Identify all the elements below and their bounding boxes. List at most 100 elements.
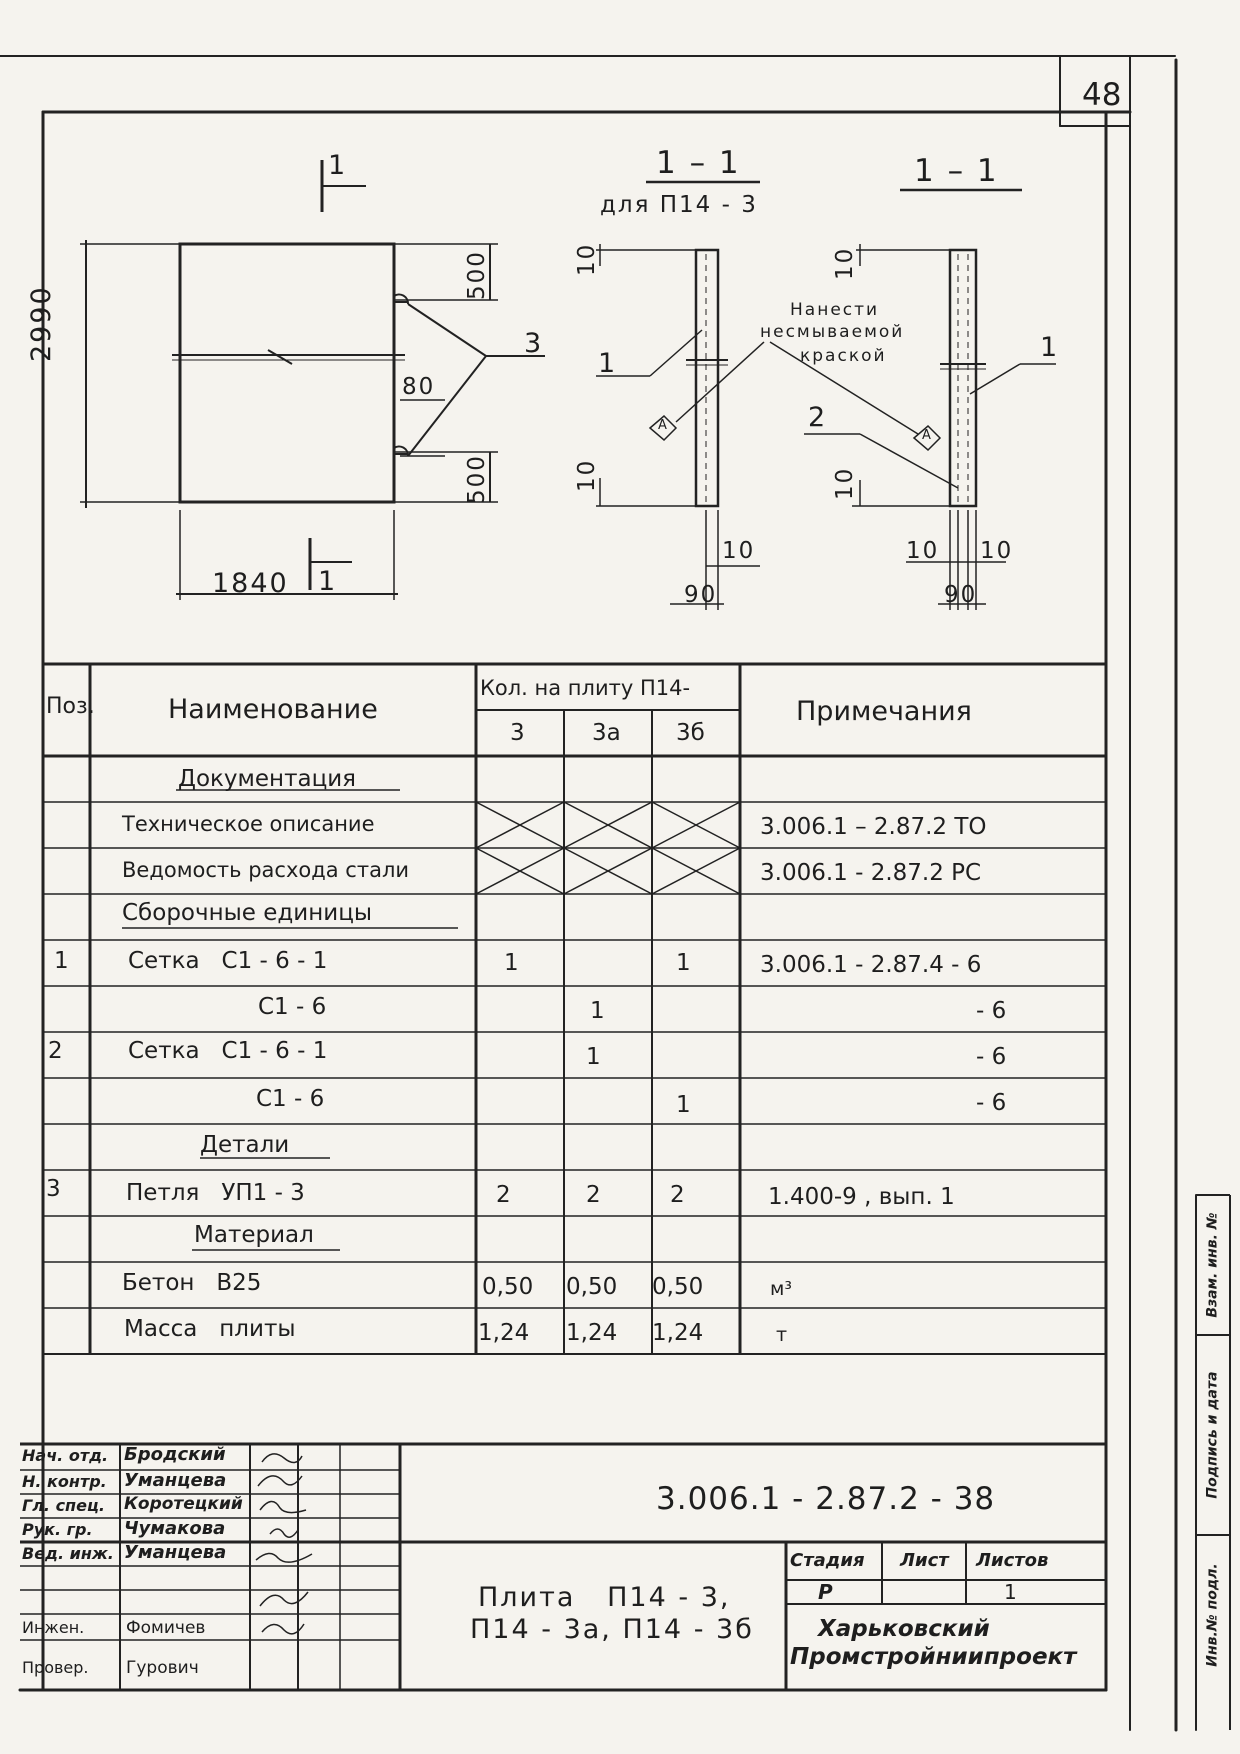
spec-row-qty: 1,24 [652, 1320, 704, 1346]
section-right-dim-side-left-10: 10 [906, 538, 940, 564]
section-left-subtitle: для П14 - 3 [600, 192, 758, 218]
org-line-2: Промстройниипроект [790, 1644, 1077, 1670]
spec-row-note: м³ [770, 1278, 792, 1300]
spec-row-qty: 1 [676, 1092, 691, 1118]
signature-name: Уманцева [124, 1470, 227, 1491]
signature-name: Уманцева [124, 1542, 227, 1563]
plan-section-mark-bottom: 1 [318, 566, 338, 597]
section-left-title: 1 – 1 [656, 145, 741, 181]
title-line-1: Плита П14 - 3, [478, 1582, 731, 1613]
spec-row-qty: 2 [586, 1182, 601, 1208]
section-left-dim-side-10: 10 [722, 538, 756, 564]
stage-label: Стадия [790, 1550, 865, 1571]
spec-header-qty-col-3b: 3б [676, 720, 705, 746]
doc-code: 3.006.1 - 2.87.2 - 38 [656, 1481, 996, 1517]
spec-row-name: Техническое описание [122, 812, 375, 836]
sheet-label: Лист [900, 1550, 949, 1571]
spec-row-note: - 6 [976, 1044, 1007, 1070]
sheets-value: 1 [1004, 1580, 1017, 1604]
sheets-label: Листов [976, 1550, 1049, 1571]
spec-row-name: Детали [200, 1132, 290, 1158]
spec-row-qty: 1 [590, 998, 605, 1024]
section-right-callout-1: 1 [1040, 332, 1060, 363]
spec-row-note: т [776, 1324, 788, 1346]
signature-role: Н. контр. [22, 1472, 107, 1491]
spec-row-name: Материал [194, 1222, 314, 1248]
spec-row-name: Бетон В25 [122, 1270, 262, 1296]
spec-header-qty-col-3a: 3а [592, 720, 621, 746]
signature-role: Нач. отд. [22, 1446, 109, 1465]
spec-row-note: 3.006.1 - 2.87.2 РС [760, 860, 982, 886]
spec-row-qty: 0,50 [652, 1274, 704, 1300]
stage-value: Р [818, 1580, 833, 1604]
spec-row-name: С1 - 6 [258, 994, 327, 1020]
spec-header-qty: Кол. на плиту П14- [480, 676, 691, 700]
spec-header-pos: Поз. [46, 694, 95, 719]
signature-name: Чумакова [124, 1518, 226, 1539]
spec-row-note: - 6 [976, 998, 1007, 1024]
section-right-title: 1 – 1 [914, 153, 999, 189]
signature-role: Вед. инж. [22, 1544, 114, 1563]
spec-row-name: Сетка С1 - 6 - 1 [128, 1038, 328, 1064]
plan-view-drawing [80, 160, 545, 600]
spec-row-qty: 1 [586, 1044, 601, 1070]
page-number: 48 [1082, 77, 1122, 113]
signature-role: Рук. гр. [22, 1520, 93, 1539]
signature-name: Коротецкий [124, 1494, 243, 1514]
plan-callout-3: 3 [524, 328, 544, 359]
spec-row-pos: 2 [48, 1038, 63, 1064]
spec-header-name: Наименование [168, 694, 378, 725]
plan-section-mark-top: 1 [328, 150, 348, 181]
spec-row-note: - 6 [976, 1090, 1007, 1116]
section-left-dim-90: 90 [684, 582, 718, 608]
spec-row-qty: 0,50 [566, 1274, 618, 1300]
section-right-dim-side-right-10: 10 [980, 538, 1014, 564]
spec-header-note: Примечания [796, 696, 972, 727]
plan-dim-width: 1840 [212, 568, 289, 599]
section-right-dim-90: 90 [944, 582, 978, 608]
title-line-2: П14 - 3а, П14 - 3б [470, 1614, 754, 1645]
org-line-1: Харьковский [818, 1616, 990, 1642]
note-line-2: несмываемой [760, 322, 905, 342]
signature-role: Провер. [22, 1658, 89, 1677]
spec-row-qty: 1,24 [566, 1320, 618, 1346]
plan-dim-80: 80 [402, 374, 436, 400]
spec-row-name: Ведомость расхода стали [122, 858, 410, 882]
spec-row-qty: 1 [504, 950, 519, 976]
spec-row-name: Петля УП1 - 3 [126, 1180, 305, 1206]
spec-row-qty: 2 [496, 1182, 511, 1208]
note-line-3: краской [800, 346, 887, 366]
signature-name: Гурович [126, 1658, 199, 1678]
note-line-1: Нанести [790, 300, 880, 320]
spec-row-qty: 1,24 [478, 1320, 530, 1346]
section-left-callout-1: 1 [598, 348, 618, 379]
spec-row-name: С1 - 6 [256, 1086, 325, 1112]
spec-header-qty-col-3: 3 [510, 720, 525, 746]
signature-name: Бродский [124, 1444, 226, 1465]
spec-row-note: 3.006.1 – 2.87.2 ТО [760, 814, 987, 840]
spec-row-pos: 1 [54, 948, 69, 974]
spec-row-name: Документация [178, 766, 357, 792]
signature-name: Фомичев [126, 1618, 206, 1638]
spec-row-pos: 3 [46, 1176, 61, 1202]
spec-row-name: Сборочные единицы [122, 900, 373, 926]
section-right-drawing [769, 188, 1056, 610]
spec-row-name: Сетка С1 - 6 - 1 [128, 948, 328, 974]
spec-row-note: 3.006.1 - 2.87.4 - 6 [760, 952, 982, 978]
spec-row-qty: 1 [676, 950, 691, 976]
section-left-drawing [596, 180, 765, 610]
signature-role: Инжен. [22, 1618, 85, 1637]
section-right-marker: А [922, 428, 931, 443]
spec-row-name: Масса плиты [124, 1316, 296, 1342]
spec-row-qty: 0,50 [482, 1274, 534, 1300]
spec-row-note: 1.400-9 , вып. 1 [768, 1184, 955, 1210]
signature-role: Гл. спец. [22, 1496, 105, 1515]
section-left-marker: А [658, 418, 667, 433]
spec-row-qty: 2 [670, 1182, 685, 1208]
section-right-callout-2: 2 [808, 402, 828, 433]
